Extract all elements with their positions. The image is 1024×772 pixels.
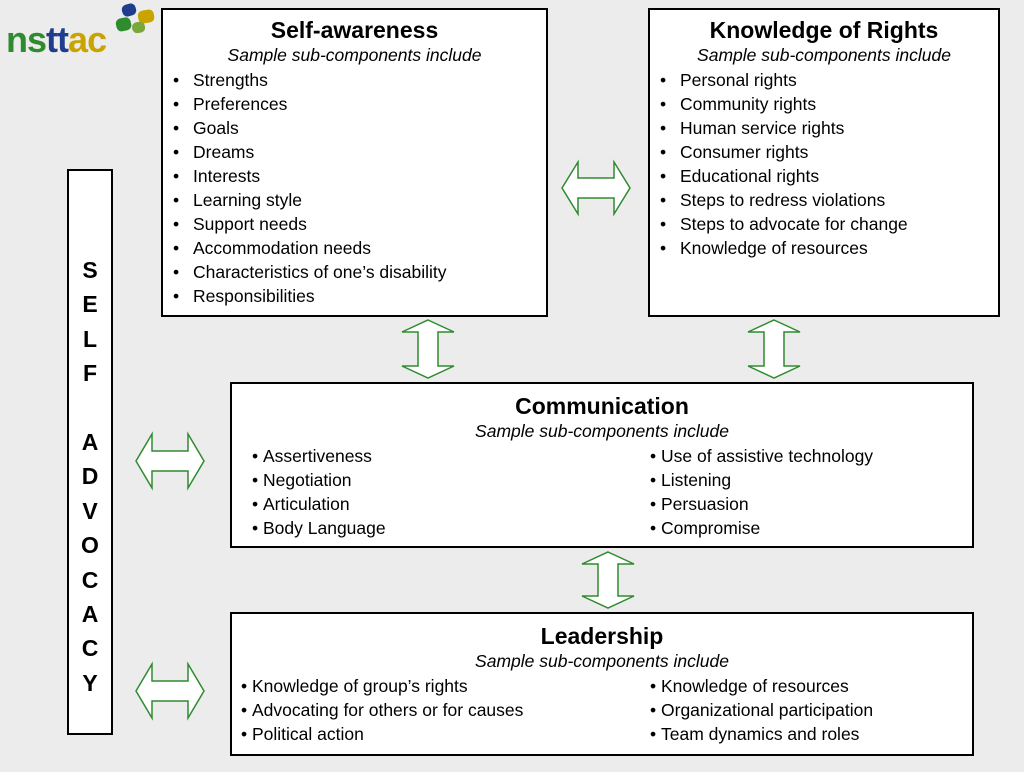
list-item: Consumer rights (650, 140, 998, 164)
nsttac-logo: nsttac (6, 2, 156, 66)
vertical-letter: Y (82, 669, 98, 696)
list-item: Political action (241, 722, 523, 746)
leadership-list-right: Knowledge of resources Organizational pa… (650, 674, 873, 746)
horizontal-double-arrow-icon (135, 431, 205, 491)
knowledge-of-rights-list: Personal rights Community rights Human s… (650, 68, 998, 260)
vertical-letter: L (82, 325, 98, 352)
list-item: Strengths (163, 68, 546, 92)
list-item: Steps to redress violations (650, 188, 998, 212)
leadership-subtitle: Sample sub-components include (475, 651, 729, 671)
list-item: Assertiveness (252, 444, 386, 468)
vertical-letter: D (81, 463, 99, 490)
list-item: Responsibilities (163, 284, 546, 308)
vertical-letter: E (82, 291, 98, 318)
self-advocacy-box: S E L F A D V O C A C Y (67, 169, 113, 735)
vertical-double-arrow-icon (401, 319, 455, 379)
logo-dots-icon (115, 3, 155, 34)
vertical-letter: V (82, 497, 98, 524)
logo-letter: c (87, 19, 107, 60)
leadership-list-left: Knowledge of group’s rights Advocating f… (241, 674, 523, 746)
list-item: Preferences (163, 92, 546, 116)
logo-letter: n (6, 19, 28, 60)
list-item: Knowledge of group’s rights (241, 674, 523, 698)
communication-title: Communication (515, 393, 689, 419)
list-item: Accommodation needs (163, 236, 546, 260)
leadership-title: Leadership (540, 623, 664, 649)
list-item: Educational rights (650, 164, 998, 188)
list-item: Organizational participation (650, 698, 873, 722)
list-item: Body Language (252, 516, 386, 540)
list-item: Learning style (163, 188, 546, 212)
horizontal-double-arrow-icon (561, 159, 631, 217)
list-item: Steps to advocate for change (650, 212, 998, 236)
logo-letter: t (57, 19, 69, 60)
communication-subtitle: Sample sub-components include (475, 421, 729, 441)
vertical-letter: A (81, 428, 99, 455)
list-item: Human service rights (650, 116, 998, 140)
knowledge-of-rights-subtitle: Sample sub-components include (697, 45, 951, 65)
logo-letter: s (27, 19, 47, 60)
list-item: Advocating for others or for causes (241, 698, 523, 722)
vertical-letter: A (81, 600, 99, 627)
list-item: Compromise (650, 516, 873, 540)
list-item: Community rights (650, 92, 998, 116)
list-item: Persuasion (650, 492, 873, 516)
logo-wordmark: nsttac (6, 19, 107, 60)
vertical-double-arrow-icon (581, 551, 635, 609)
list-item: Knowledge of resources (650, 236, 998, 260)
list-item: Support needs (163, 212, 546, 236)
self-awareness-box: Self-awareness Sample sub-components inc… (161, 8, 548, 317)
list-item: Personal rights (650, 68, 998, 92)
communication-list-right: Use of assistive technology Listening Pe… (650, 444, 873, 540)
list-item: Characteristics of one’s disability (163, 260, 546, 284)
vertical-letter: O (81, 532, 99, 559)
logo-letter: a (68, 19, 88, 60)
list-item: Use of assistive technology (650, 444, 873, 468)
vertical-letter: C (81, 635, 99, 662)
knowledge-of-rights-title: Knowledge of Rights (709, 17, 939, 43)
leadership-box: Leadership Sample sub-components include… (230, 612, 974, 756)
vertical-letter: F (82, 360, 98, 387)
list-item: Articulation (252, 492, 386, 516)
horizontal-double-arrow-icon (135, 661, 205, 721)
logo-letter: t (46, 19, 58, 60)
vertical-letter-gap (69, 391, 111, 425)
vertical-letter: S (82, 257, 98, 283)
list-item: Goals (163, 116, 546, 140)
self-awareness-title: Self-awareness (270, 17, 439, 43)
list-item: Knowledge of resources (650, 674, 873, 698)
self-awareness-list: Strengths Preferences Goals Dreams Inter… (163, 68, 546, 308)
knowledge-of-rights-box: Knowledge of Rights Sample sub-component… (648, 8, 1000, 317)
vertical-letter: C (81, 566, 99, 593)
communication-box: Communication Sample sub-components incl… (230, 382, 974, 548)
vertical-double-arrow-icon (747, 319, 801, 379)
list-item: Team dynamics and roles (650, 722, 873, 746)
list-item: Dreams (163, 140, 546, 164)
communication-list-left: Assertiveness Negotiation Articulation B… (252, 444, 386, 540)
list-item: Negotiation (252, 468, 386, 492)
list-item: Interests (163, 164, 546, 188)
list-item: Listening (650, 468, 873, 492)
self-awareness-subtitle: Sample sub-components include (227, 45, 482, 65)
